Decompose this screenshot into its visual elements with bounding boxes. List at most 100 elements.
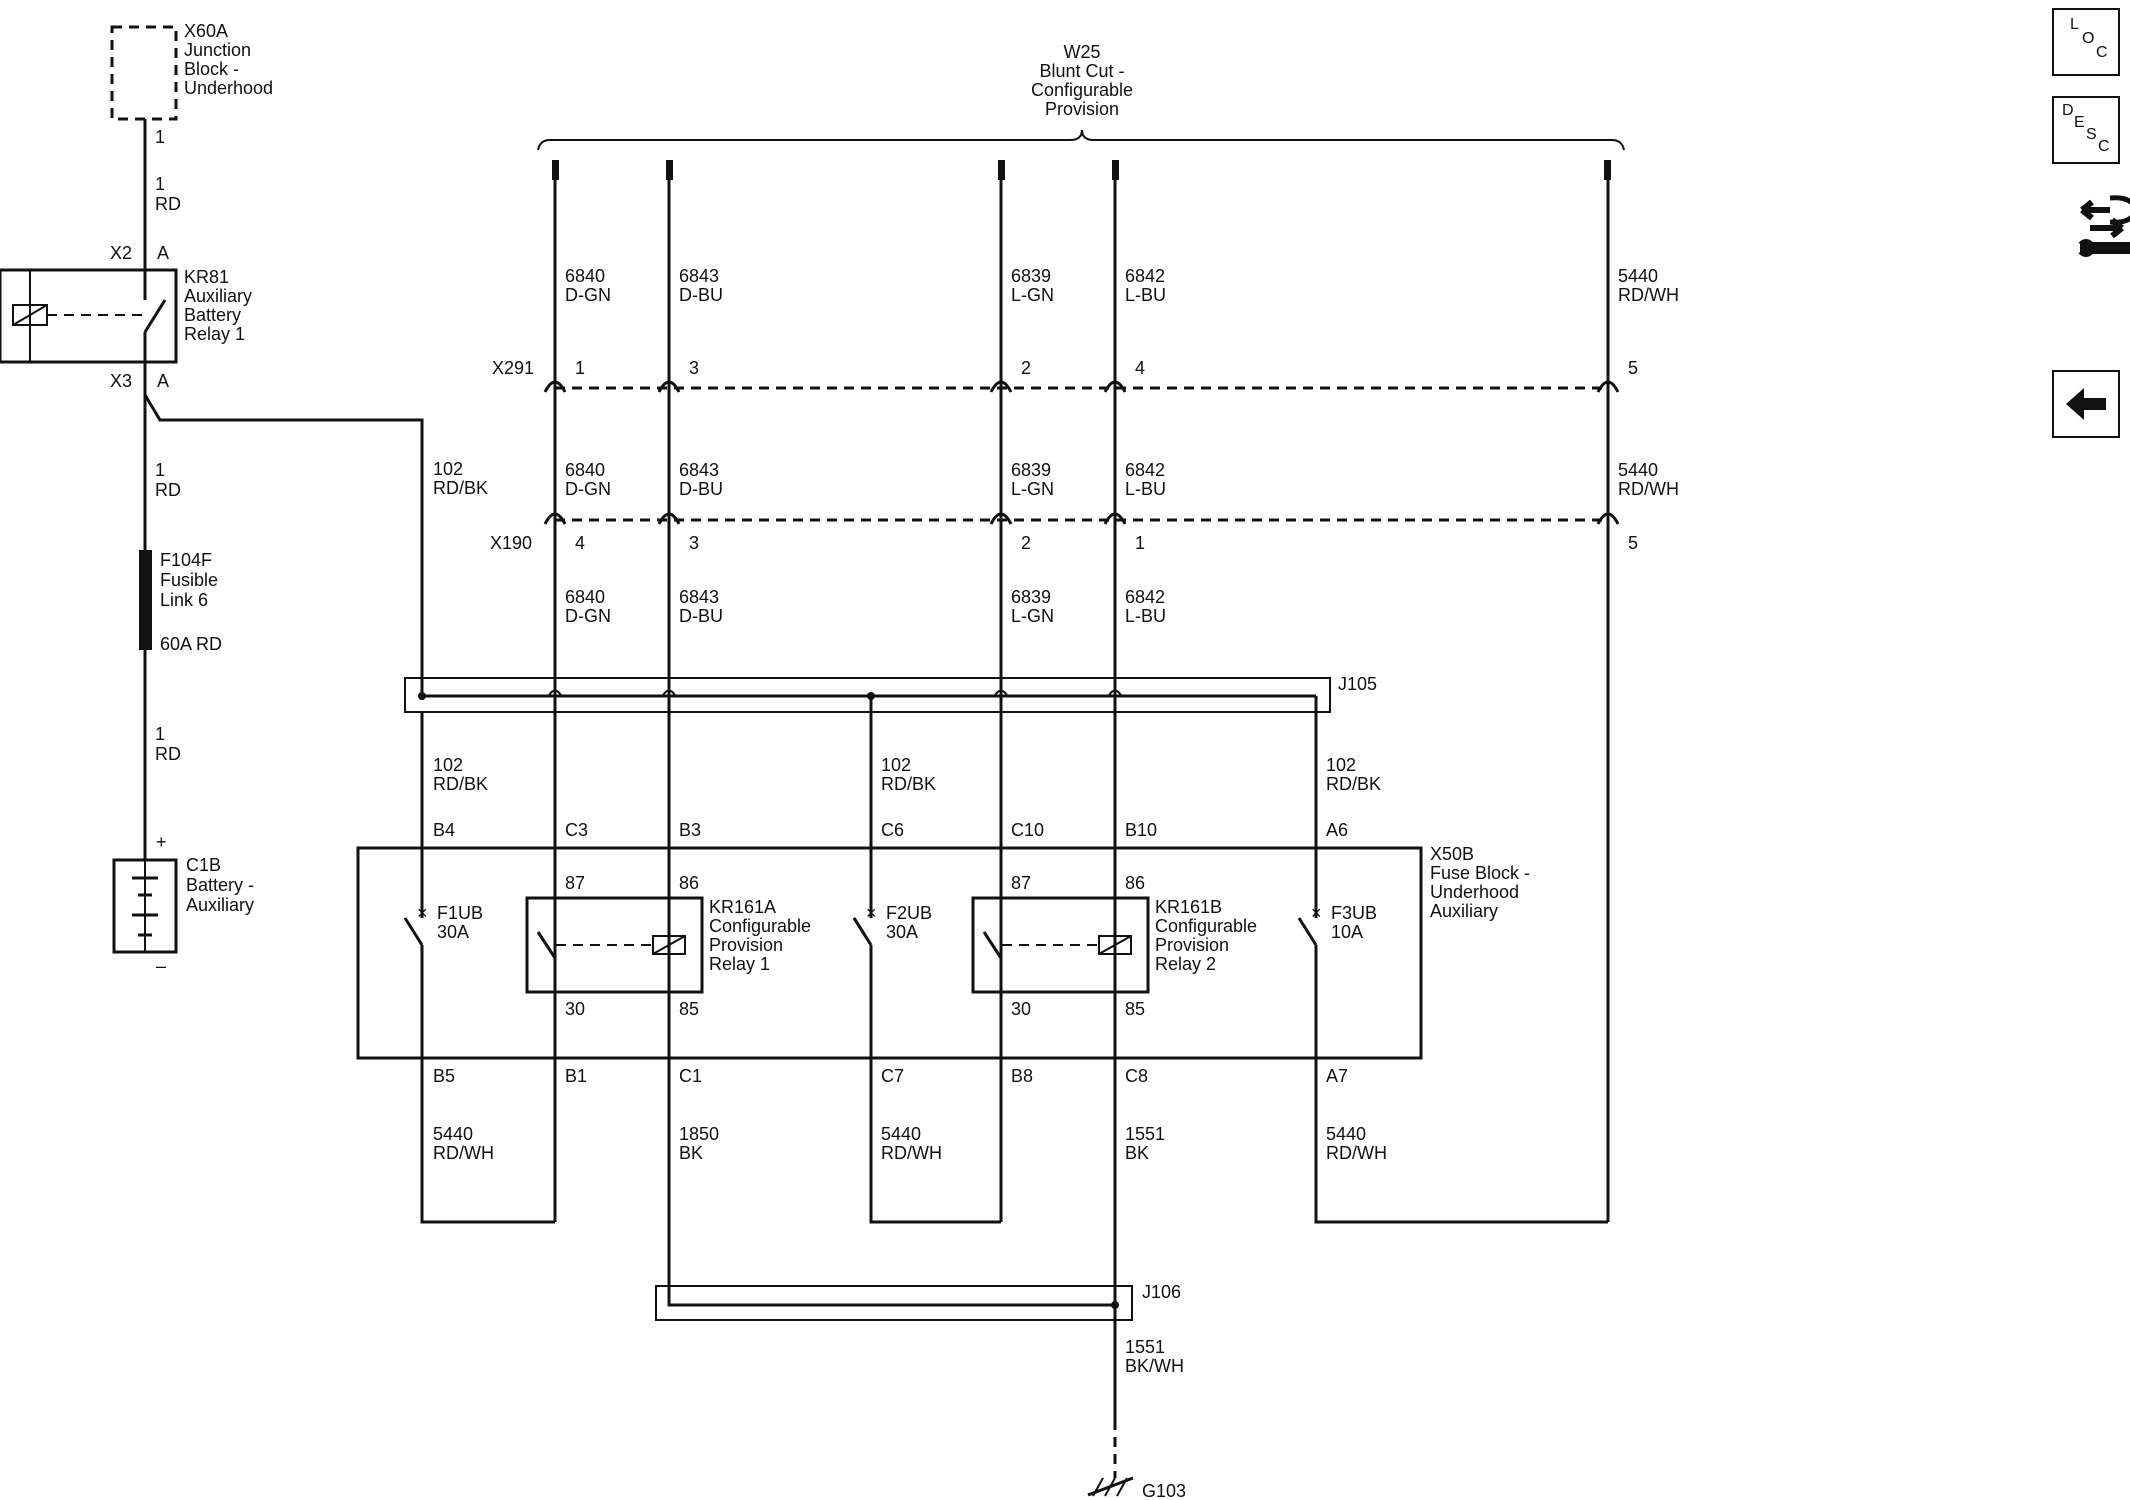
kr161a-name-2: Provision xyxy=(709,935,783,955)
kr81-switch xyxy=(143,299,167,333)
middle-1-circuit: 6840 xyxy=(565,460,605,480)
f3ub-mark: × xyxy=(1311,903,1322,923)
upper-3-color: L-GN xyxy=(1011,285,1054,305)
x190-connector: X190 4 3 2 1 5 xyxy=(490,512,1638,553)
f104f-body xyxy=(139,550,152,650)
f2ub-mark: × xyxy=(866,903,877,923)
location-button[interactable]: L O C xyxy=(2052,8,2120,76)
wire-rd1b-color: RD xyxy=(155,480,181,500)
bottom-3-circuit: 5440 xyxy=(881,1124,921,1144)
back-button[interactable] xyxy=(2052,370,2120,438)
f1ub-fuse: × F1UB 30A xyxy=(403,848,483,1058)
x291-pin-4: 4 xyxy=(1135,358,1145,378)
kr161a-name-3: Relay 1 xyxy=(709,954,770,974)
kr161a-relay: 87 86 30 85 KR161A Configurable Provisio… xyxy=(525,873,811,1019)
kr161a-coil-slash xyxy=(652,935,686,955)
f1ub-mark: × xyxy=(417,903,428,923)
bottom-1-color: RD/WH xyxy=(433,1143,494,1163)
bottom-3-color: RD/WH xyxy=(881,1143,942,1163)
j105-hop-1 xyxy=(547,689,563,698)
x291-connector: X291 1 3 2 4 5 xyxy=(492,358,1638,393)
x60a-name-1: Junction xyxy=(184,40,251,60)
x50b-top-c6: C6 xyxy=(881,820,904,840)
upper-3-circuit: 6839 xyxy=(1011,266,1051,286)
x50b-bot-c8: C8 xyxy=(1125,1066,1148,1086)
kr81-top-conn: X2 xyxy=(110,243,132,263)
wire-rd1c-circuit: 1 xyxy=(155,724,165,744)
c1b-name-2: Auxiliary xyxy=(186,895,254,915)
f2ub-blade-overlay xyxy=(852,917,873,946)
x50b-name-1: Fuse Block - xyxy=(1430,863,1530,883)
middle-3-color: L-GN xyxy=(1011,479,1054,499)
bottom-2-circuit: 1850 xyxy=(679,1124,719,1144)
f3ub-fuse: × F3UB 10A xyxy=(1297,903,1377,1058)
bottom-1-circuit: 5440 xyxy=(433,1124,473,1144)
kr161b-outline xyxy=(971,896,1150,994)
bottom-wire-labels: 5440 RD/WH 1850 BK 5440 RD/WH 1551 BK 54… xyxy=(433,1124,1387,1163)
middle-3-circuit: 6839 xyxy=(1011,460,1051,480)
description-button[interactable]: D E S C xyxy=(2052,96,2120,164)
j105-ref: J105 xyxy=(1338,674,1377,694)
desc-letter-e: E xyxy=(2074,114,2085,131)
hc-arrow-left xyxy=(2080,199,2110,221)
f3ub-blade xyxy=(1297,917,1318,946)
w25-cut-2 xyxy=(666,160,673,180)
upper-4-color: L-BU xyxy=(1125,285,1166,305)
kr161a-coil xyxy=(652,935,686,955)
w25-ref: W25 xyxy=(1063,42,1100,62)
wire-rd1b-circuit: 1 xyxy=(155,460,165,480)
feed-1-circuit: 102 xyxy=(433,755,463,775)
wire-102-top-color: RD/BK xyxy=(433,478,488,498)
lower-1-color: D-GN xyxy=(565,606,611,626)
loop-f2-kr161b xyxy=(869,1058,1001,1224)
j106-node xyxy=(1111,1301,1119,1309)
lower-2-circuit: 6843 xyxy=(679,587,719,607)
middle-5-color: RD/WH xyxy=(1618,479,1679,499)
x190-pin-2-arc xyxy=(657,512,681,525)
kr161a-outline xyxy=(525,896,704,994)
kr81-outline xyxy=(0,268,178,364)
f104f-fusible-link: F104F Fusible Link 6 60A RD xyxy=(139,550,222,654)
g103-ref: G103 xyxy=(1142,1481,1186,1500)
harness-connector-icon[interactable] xyxy=(2078,188,2130,260)
middle-4-color: L-BU xyxy=(1125,479,1166,499)
x291-ref: X291 xyxy=(492,358,534,378)
feed-3-circuit: 102 xyxy=(1326,755,1356,775)
j105-hop-4 xyxy=(1107,689,1123,698)
w25-cut-4 xyxy=(1112,160,1119,180)
feed-102-labels: 102 RD/BK 102 RD/BK 102 RD/BK xyxy=(433,755,1381,794)
lower-wire-labels: 6840 D-GN 6843 D-BU 6839 L-GN 6842 L-BU xyxy=(565,587,1166,626)
f104f-name-1: Fusible xyxy=(160,570,218,590)
kr161b-name-2: Provision xyxy=(1155,935,1229,955)
w25-cut-3 xyxy=(998,160,1005,180)
f104f-name-2: Link 6 xyxy=(160,590,208,610)
x50b-top-c10: C10 xyxy=(1011,820,1044,840)
lower-1-circuit: 6840 xyxy=(565,587,605,607)
hc-arrow-right xyxy=(2090,217,2124,239)
loop-f3-rdwh xyxy=(1314,1058,1608,1224)
x60a-ref: X60A xyxy=(184,21,228,41)
x60a-junction-block: X60A Junction Block - Underhood 1 xyxy=(110,21,273,147)
x291-pin-1-arc xyxy=(543,380,567,393)
j106-ref: J106 xyxy=(1142,1282,1181,1302)
kr81-bot-conn: X3 xyxy=(110,371,132,391)
f1ub-ref: F1UB xyxy=(437,903,483,923)
hc-wrench xyxy=(2078,239,2130,257)
x190-pin-3: 2 xyxy=(1021,533,1031,553)
wire-102-top-circuit: 102 xyxy=(433,459,463,479)
x190-ref: X190 xyxy=(490,533,532,553)
middle-2-color: D-BU xyxy=(679,479,723,499)
middle-5-circuit: 5440 xyxy=(1618,460,1658,480)
w25-name-3: Provision xyxy=(1045,99,1119,119)
w25-blunt-cut: W25 Blunt Cut - Configurable Provision xyxy=(537,42,1625,180)
w25-cut-1 xyxy=(552,160,559,180)
j106-outline xyxy=(655,1285,1133,1321)
w25-cut-5 xyxy=(1604,160,1611,180)
f3ub-rating: 10A xyxy=(1331,922,1363,942)
j106-bus xyxy=(667,1286,1115,1307)
middle-wire-labels: 6840 D-GN 6843 D-BU 6839 L-GN 6842 L-BU … xyxy=(565,460,1679,499)
f2ub-fuse: × F2UB 30A xyxy=(852,903,932,1058)
x291-pin-2-arc xyxy=(657,380,681,393)
f1ub-blade xyxy=(403,917,424,946)
